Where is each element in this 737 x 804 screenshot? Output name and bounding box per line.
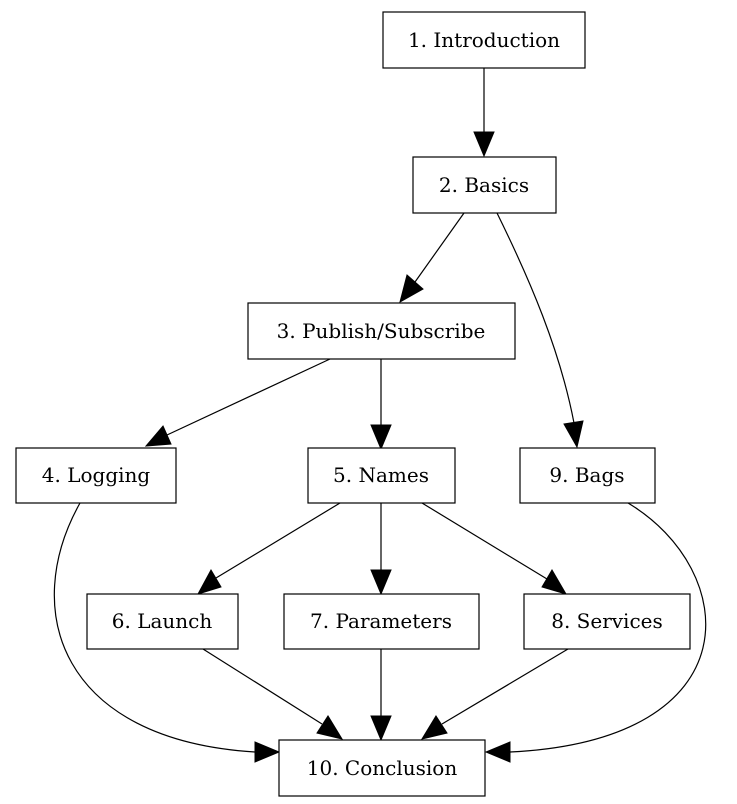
node-services: 8. Services — [523, 593, 691, 650]
node-bags: 9. Bags — [519, 447, 656, 504]
node-logging: 4. Logging — [15, 447, 177, 504]
node-names: 5. Names — [307, 447, 456, 504]
edges-layer — [53, 68, 707, 763]
edge-bags-to-conclusion — [484, 502, 707, 763]
node-label-launch: 6. Launch — [112, 609, 213, 633]
edge-publish-subscribe-to-logging — [144, 358, 331, 447]
node-label-logging: 4. Logging — [42, 463, 151, 487]
node-conclusion: 10. Conclusion — [278, 739, 486, 797]
node-launch: 6. Launch — [86, 593, 239, 650]
edge-logging-to-conclusion — [53, 502, 281, 763]
edge-basics-to-bags — [496, 212, 584, 449]
node-label-basics: 2. Basics — [439, 173, 529, 197]
node-label-bags: 9. Bags — [549, 463, 624, 487]
node-label-conclusion: 10. Conclusion — [307, 756, 458, 780]
edge-basics-to-publish-subscribe — [399, 212, 465, 304]
node-basics: 2. Basics — [412, 156, 557, 214]
node-parameters: 7. Parameters — [283, 593, 480, 650]
edge-names-to-parameters — [370, 503, 392, 596]
nodes-layer: 1. Introduction 2. Basics 3. Publish/Sub… — [15, 11, 691, 797]
node-publish-subscribe: 3. Publish/Subscribe — [247, 302, 516, 360]
edge-introduction-to-basics — [473, 68, 495, 158]
edge-launch-to-conclusion — [202, 648, 344, 740]
node-label-publish-subscribe: 3. Publish/Subscribe — [277, 319, 486, 343]
edge-publish-subscribe-to-names — [370, 359, 392, 451]
edge-names-to-launch — [196, 502, 341, 595]
edge-names-to-services — [421, 502, 568, 595]
node-introduction: 1. Introduction — [382, 11, 586, 69]
node-label-parameters: 7. Parameters — [310, 609, 452, 633]
node-label-services: 8. Services — [551, 609, 663, 633]
edge-parameters-to-conclusion — [370, 649, 392, 742]
edge-services-to-conclusion — [420, 648, 569, 740]
node-label-introduction: 1. Introduction — [408, 28, 560, 52]
node-label-names: 5. Names — [333, 463, 429, 487]
